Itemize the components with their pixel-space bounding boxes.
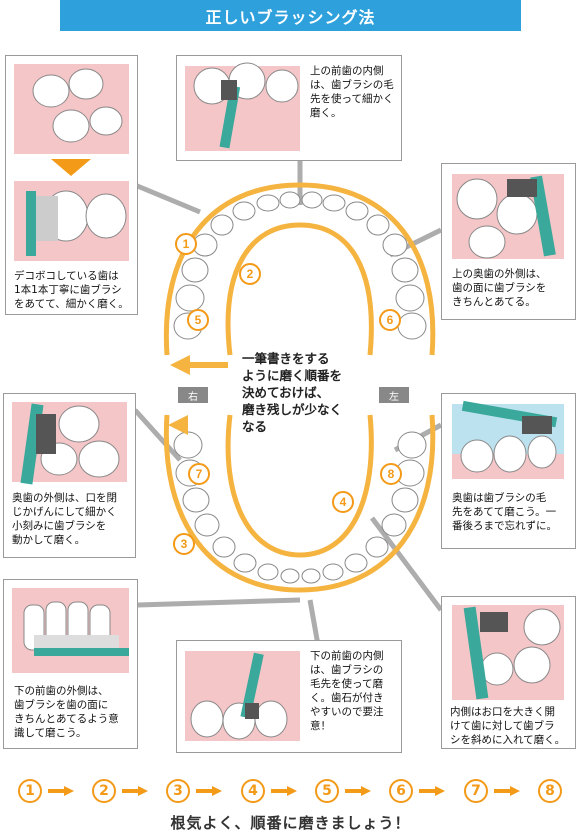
step-sequence: 1 2 3 4 5 6 7 8 — [18, 779, 563, 805]
center-line-1: 一筆書きをする — [242, 351, 330, 366]
uneven-teeth-illustration — [14, 64, 129, 261]
arrow-icon — [196, 786, 222, 796]
caption-line: 先をあてて磨こう。一 — [452, 506, 557, 518]
svg-text:7: 7 — [196, 467, 203, 481]
back-teeth-tip-illustration — [452, 400, 564, 479]
svg-text:3: 3 — [181, 537, 188, 551]
step-bubble-4: 4 — [332, 491, 354, 513]
sequence-step-5: 5 — [315, 779, 339, 803]
caption-line: をあてて、細かく磨く。 — [14, 298, 129, 310]
footer-message: 根気よく、順番に磨きましょう！ — [170, 814, 411, 832]
left-side-label: 左 — [379, 387, 409, 403]
sequence-step-7: 7 — [464, 779, 488, 803]
step-bubble-3: 3 — [173, 533, 195, 555]
caption-line: は、歯ブラシの — [310, 664, 384, 676]
svg-text:4: 4 — [340, 495, 347, 509]
caption-line: 意！ — [310, 720, 331, 732]
caption-line: 下の前歯の外側は、 — [14, 685, 109, 697]
card-lower-front-inner: 下の前歯の内側 は、歯ブラシの 毛先を使って磨 く。歯石が付き やすいので要注 … — [176, 640, 402, 753]
right-side-label: 右 — [178, 387, 208, 403]
svg-text:5: 5 — [195, 313, 202, 327]
caption-line: 先を使って細かく — [310, 93, 394, 105]
step-bubble-7: 7 — [188, 463, 210, 485]
arrow-icon — [345, 786, 371, 796]
lower-front-inner-illustration — [185, 651, 300, 741]
caption-line: 磨く。 — [310, 107, 342, 119]
caption-line: 1本1本丁寧に歯ブラシ — [14, 284, 122, 296]
caption-line: デコボコしている歯は — [14, 270, 119, 282]
caption-line: 内側はお口を大きく開 — [450, 706, 555, 718]
step-bubble-2: 2 — [239, 263, 261, 285]
caption-line: シを斜めに入れて磨く。 — [450, 734, 566, 746]
caption-line: じかげんにして細かく — [12, 506, 117, 518]
caption-line: 奥歯は歯ブラシの毛 — [452, 492, 547, 504]
caption-line: 毛先を使って磨 — [310, 678, 383, 690]
upper-back-outer-illustration — [452, 174, 564, 259]
lower-front-outer-illustration — [12, 588, 129, 673]
lower-jaw — [163, 414, 436, 593]
caption-line: 小刻みに歯ブラシを — [12, 520, 107, 532]
step-bubble-1: 1 — [175, 233, 197, 255]
caption-back-teeth-tip: 奥歯は歯ブラシの毛 先をあてて磨こう。一 番後ろまで忘れずに。 — [452, 491, 557, 533]
step-bubble-8: 8 — [380, 463, 402, 485]
center-line-4: 磨き残しが少なく — [242, 402, 343, 417]
card-lower-front-outer: 下の前歯の外側は、 歯ブラシを歯の面に きちんとあてるよう意 識して磨こう。 — [3, 579, 138, 749]
card-uneven-teeth: デコボコしている歯は 1本1本丁寧に歯ブラシ をあてて、細かく磨く。 — [5, 55, 138, 315]
caption-uneven-teeth: デコボコしている歯は 1本1本丁寧に歯ブラシ をあてて、細かく磨く。 — [14, 269, 129, 311]
caption-line: 上の奥歯の外側は、 — [452, 268, 547, 280]
card-upper-front-inner: 上の前歯の内側 は、歯ブラシの毛 先を使って細かく 磨く。 — [176, 55, 402, 161]
caption-line: きちんとあてる。 — [452, 296, 536, 308]
page-title: 正しいブラッシング法 — [60, 0, 521, 31]
card-upper-back-outer: 上の奥歯の外側は、 歯の面に歯ブラシを きちんとあてる。 — [441, 163, 576, 320]
caption-line: 識して磨こう。 — [14, 727, 87, 739]
arrow-icon — [271, 786, 297, 796]
caption-lower-front-inner: 下の前歯の内側 は、歯ブラシの 毛先を使って磨 く。歯石が付き やすいので要注 … — [310, 649, 384, 733]
caption-line: 歯ブラシを歯の面に — [14, 699, 109, 711]
arrow-icon — [419, 786, 445, 796]
card-inner-side: 内側はお口を大きく開 けて歯に対して歯ブラ シを斜めに入れて磨く。 — [441, 596, 576, 749]
arrow-icon — [122, 786, 148, 796]
caption-line: きちんとあてるよう意 — [14, 713, 119, 725]
caption-line: 下の前歯の内側 — [310, 650, 384, 662]
center-line-3: 決めておけば、 — [242, 385, 330, 400]
upper-front-inner-illustration — [185, 62, 300, 151]
svg-text:8: 8 — [388, 467, 395, 481]
step-bubble-6: 6 — [379, 309, 401, 331]
caption-line: 奥歯の外側は、口を閉 — [12, 492, 117, 504]
caption-upper-front-inner: 上の前歯の内側 は、歯ブラシの毛 先を使って細かく 磨く。 — [310, 64, 394, 120]
svg-text:1: 1 — [183, 237, 190, 251]
arrow-icon — [48, 786, 74, 796]
caption-inner-side: 内側はお口を大きく開 けて歯に対して歯ブラ シを斜めに入れて磨く。 — [450, 705, 565, 747]
back-teeth-outer-illustration — [12, 402, 127, 485]
inner-side-illustration — [452, 605, 564, 700]
caption-line: 動かして磨く。 — [12, 534, 86, 546]
caption-line: やすいので要注 — [310, 706, 384, 718]
sequence-step-2: 2 — [92, 779, 116, 803]
center-instruction: 一筆書きをする ように磨く順番を 決めておけば、 磨き残しが少なく なる — [242, 350, 382, 435]
arrow-icon — [494, 786, 520, 796]
step-bubble-5: 5 — [187, 309, 209, 331]
sequence-step-4: 4 — [241, 779, 265, 803]
caption-lower-front-outer: 下の前歯の外側は、 歯ブラシを歯の面に きちんとあてるよう意 識して磨こう。 — [14, 684, 119, 740]
caption-line: けて歯に対して歯ブラ — [450, 720, 555, 732]
caption-back-teeth-outer: 奥歯の外側は、口を閉 じかげんにして細かく 小刻みに歯ブラシを 動かして磨く。 — [12, 491, 117, 547]
sequence-step-6: 6 — [389, 779, 413, 803]
caption-upper-back-outer: 上の奥歯の外側は、 歯の面に歯ブラシを きちんとあてる。 — [452, 267, 547, 309]
card-back-teeth-tip: 奥歯は歯ブラシの毛 先をあてて磨こう。一 番後ろまで忘れずに。 — [441, 393, 576, 549]
center-line-5: なる — [242, 419, 268, 434]
caption-line: 歯の面に歯ブラシを — [452, 282, 547, 294]
svg-text:2: 2 — [247, 267, 254, 281]
caption-line: は、歯ブラシの毛 — [310, 79, 394, 91]
card-back-teeth-outer: 奥歯の外側は、口を閉 じかげんにして細かく 小刻みに歯ブラシを 動かして磨く。 — [3, 393, 136, 558]
center-line-2: ように磨く順番を — [242, 368, 343, 383]
caption-line: く。歯石が付き — [310, 692, 384, 704]
caption-line: 上の前歯の内側 — [310, 65, 384, 77]
sequence-step-8: 8 — [538, 779, 562, 803]
sequence-step-1: 1 — [18, 779, 42, 803]
caption-line: 番後ろまで忘れずに。 — [452, 520, 557, 532]
sequence-step-3: 3 — [166, 779, 190, 803]
upper-jaw — [163, 182, 436, 356]
svg-text:6: 6 — [387, 313, 394, 327]
